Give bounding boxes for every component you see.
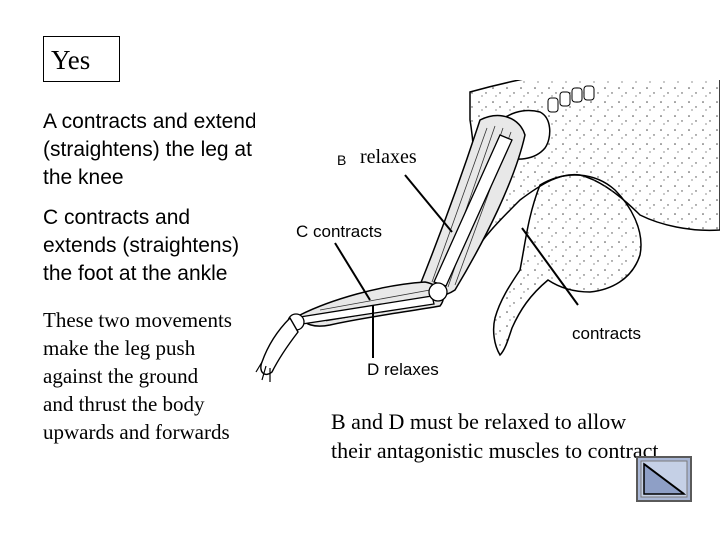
back-button[interactable] <box>636 456 692 502</box>
pointer-b <box>404 174 453 233</box>
pointer-a <box>521 227 579 306</box>
pointer-c <box>334 242 371 301</box>
label-b-letter: B <box>337 152 347 168</box>
paragraph-c-contracts: C contracts and extends (straightens) th… <box>43 206 240 285</box>
back-leg-outline <box>492 174 642 357</box>
antagonistic-note: B and D must be relaxed to allow their a… <box>331 409 659 463</box>
back-triangle-icon <box>636 456 692 502</box>
label-c-contracts: C contracts <box>296 222 382 241</box>
knee-joint <box>428 282 448 302</box>
answer-text: Yes <box>51 45 91 75</box>
label-d-relaxes: D relaxes <box>367 360 439 379</box>
label-a-contracts: contracts <box>572 324 641 343</box>
toes <box>255 361 271 382</box>
frog-leg-diagram <box>255 80 720 382</box>
paragraph-movements: These two movements make the leg push ag… <box>43 308 232 444</box>
femur <box>433 134 513 287</box>
foot <box>260 316 299 376</box>
answer-box <box>43 36 120 82</box>
paragraph-a-contracts: A contracts and extends (straightens) th… <box>43 110 255 189</box>
pointer-lines <box>334 174 579 358</box>
spine <box>547 85 595 113</box>
label-b-relaxes: relaxes <box>360 146 417 168</box>
